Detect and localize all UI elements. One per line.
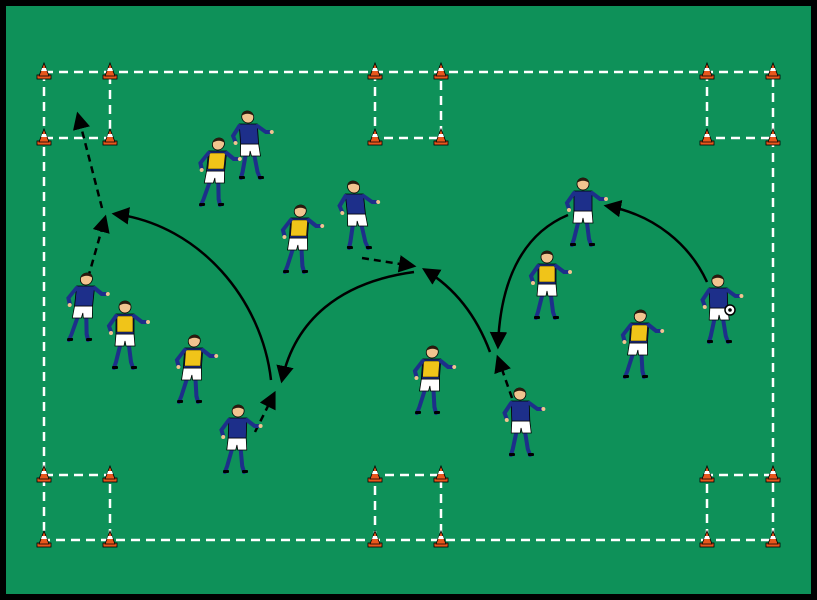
cone — [36, 61, 52, 80]
pass-arrow-4 — [489, 213, 569, 350]
player-yellow-bib — [280, 204, 325, 274]
player-blue — [219, 404, 263, 474]
player-blue — [564, 177, 608, 247]
cone — [367, 529, 383, 548]
pass-arrow-2 — [276, 270, 415, 384]
center-box-top — [373, 72, 443, 140]
run-arrow-left-1 — [86, 214, 110, 279]
player-yellow-bib — [620, 309, 665, 379]
cone — [367, 464, 383, 483]
run-arrow-left-2 — [73, 111, 104, 209]
cone — [699, 127, 715, 146]
player-yellow-bib — [198, 137, 242, 207]
outer-boundary — [42, 70, 775, 542]
player-blue — [66, 272, 110, 342]
cone — [699, 61, 715, 80]
cone — [102, 127, 118, 146]
run-arrow-center — [361, 255, 417, 273]
cone — [433, 529, 449, 548]
cone — [102, 529, 118, 548]
player-blue — [337, 180, 381, 250]
cone — [367, 127, 383, 146]
ball — [724, 304, 736, 316]
player-yellow-bib — [174, 334, 219, 404]
cones — [36, 61, 781, 548]
center-box-bottom — [373, 473, 443, 540]
player-yellow-bib — [412, 345, 457, 415]
cone — [36, 464, 52, 483]
cone — [433, 464, 449, 483]
cone — [765, 529, 781, 548]
cone — [367, 61, 383, 80]
cone — [699, 529, 715, 548]
pass-arrow-1 — [111, 207, 273, 381]
player-yellow-bib — [528, 250, 572, 320]
pass-arrow-5 — [603, 199, 709, 283]
cone — [102, 61, 118, 80]
cone — [36, 127, 52, 146]
grid-markings — [42, 70, 775, 542]
cone — [433, 61, 449, 80]
pass-arrow-3 — [422, 268, 492, 353]
pass-arrows — [111, 199, 709, 384]
player-blue — [230, 110, 274, 180]
cone — [765, 464, 781, 483]
cone — [433, 127, 449, 146]
cone — [765, 127, 781, 146]
cone — [102, 464, 118, 483]
player-blue — [502, 387, 546, 457]
cone — [699, 464, 715, 483]
player-blue — [700, 274, 744, 344]
player-yellow-bib — [106, 300, 150, 370]
cone — [765, 61, 781, 80]
players — [66, 110, 744, 474]
run-arrows — [73, 111, 514, 433]
cone — [36, 529, 52, 548]
